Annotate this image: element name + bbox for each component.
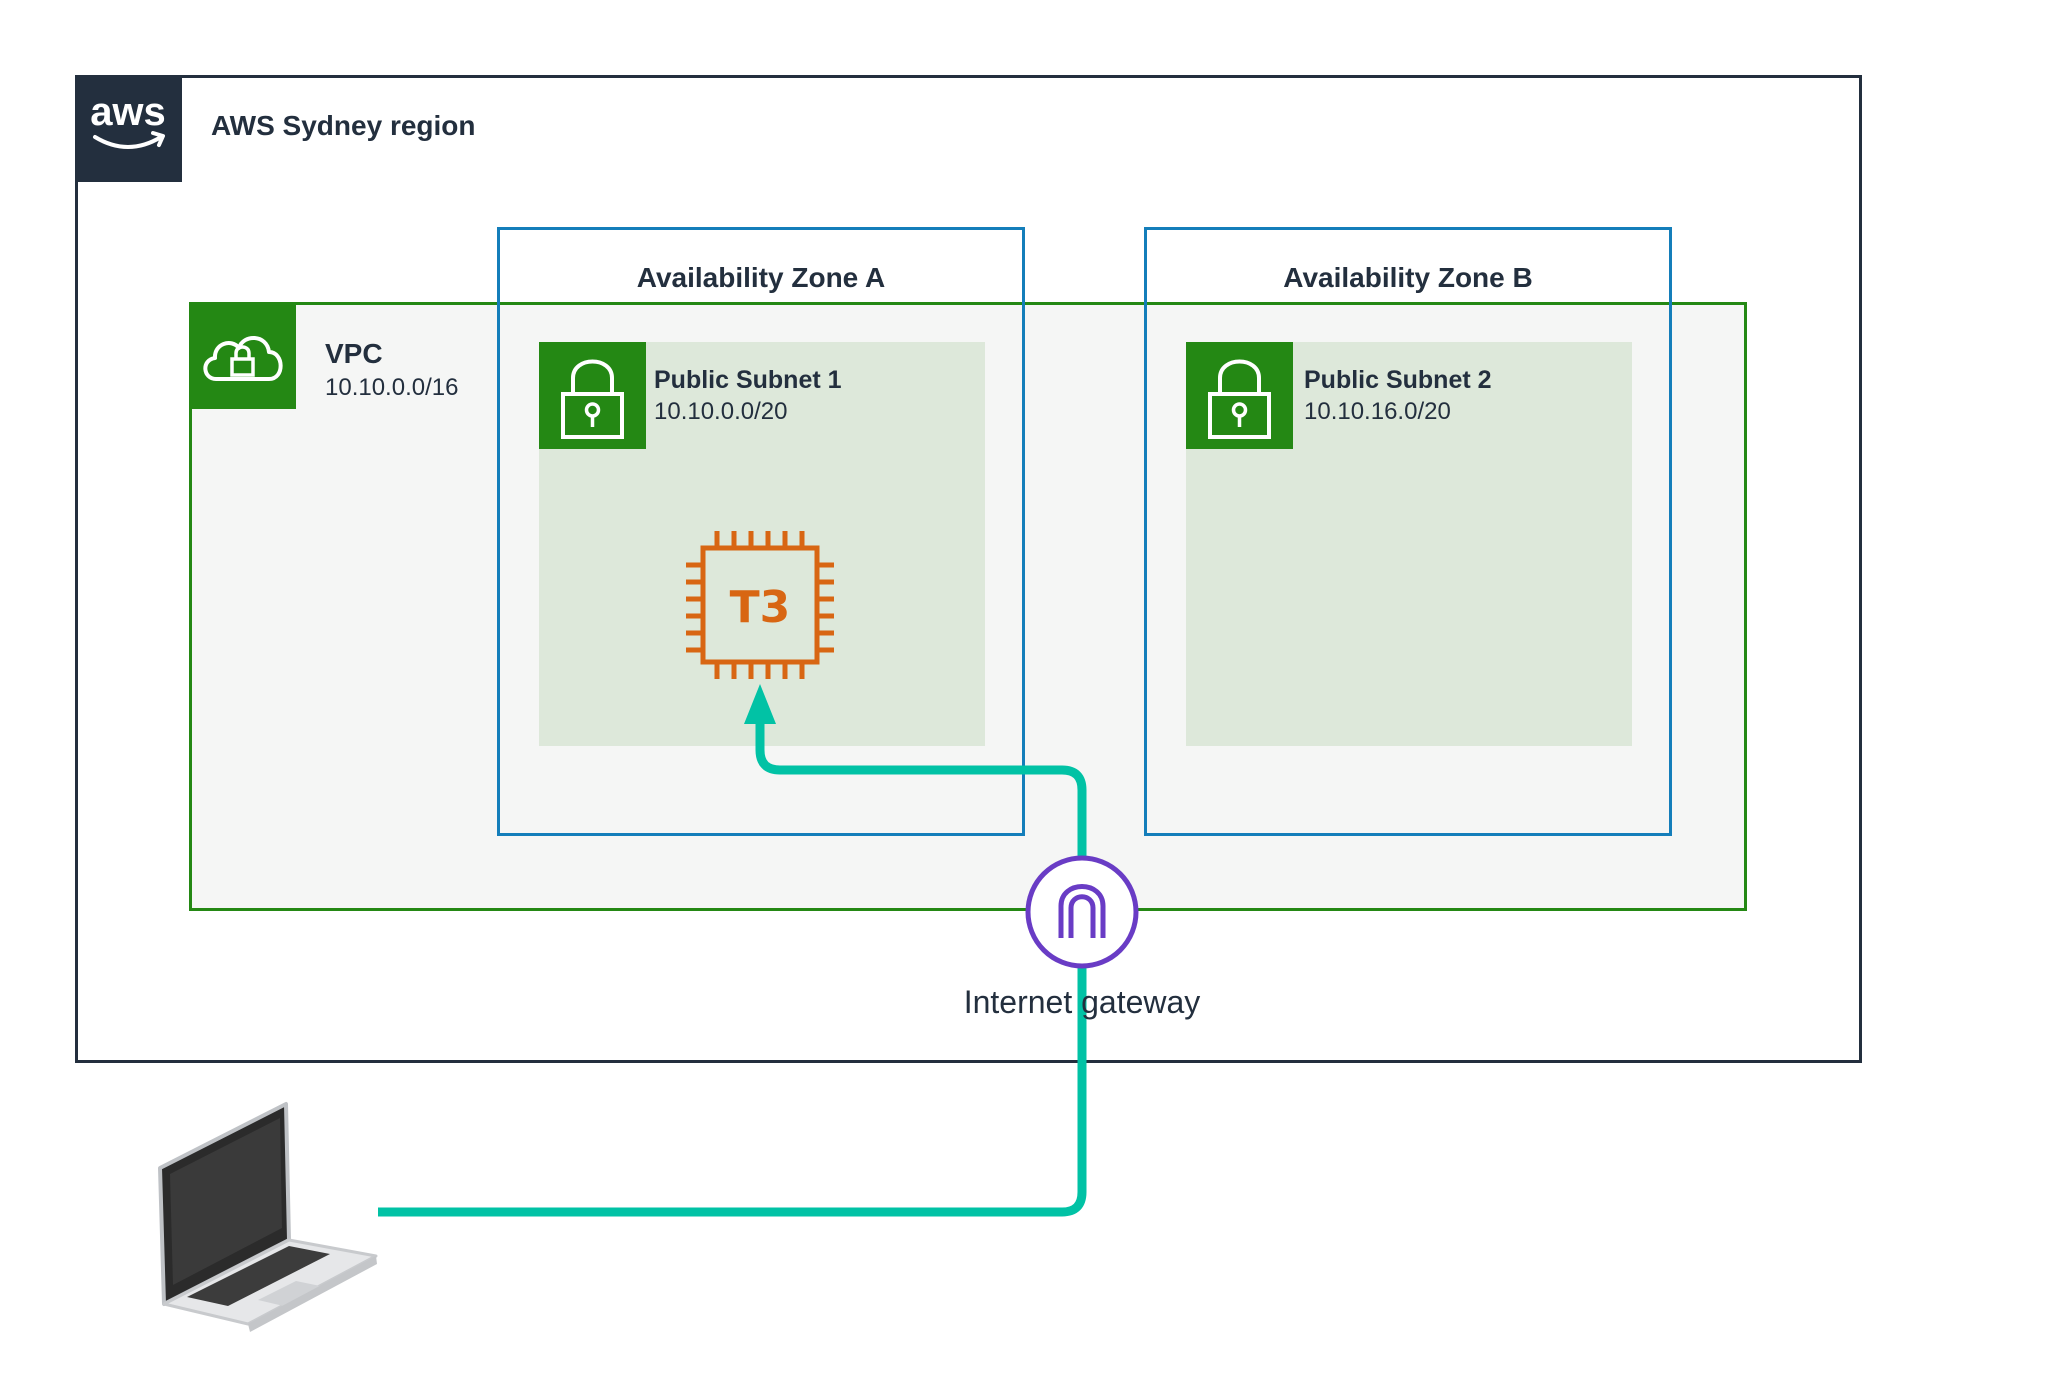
padlock-icon [539,342,646,449]
subnet-name: Public Subnet 2 [1304,366,1492,394]
internet-gateway-icon [1025,855,1139,969]
padlock-icon [1186,342,1293,449]
internet-gateway-label: Internet gateway [963,984,1201,1020]
availability-zone-a [497,227,1025,836]
instance-label: T3 [730,582,791,633]
az-title: Availability Zone B [1283,262,1533,293]
vpc-title: VPC [325,338,383,369]
traffic-flow-line [378,715,1087,1217]
ec2-chip-icon [686,531,834,679]
az-title: Availability Zone A [636,262,886,293]
availability-zone-b [1144,227,1672,836]
cloud-lock-icon [189,302,296,409]
subnet-cidr: 10.10.16.0/20 [1304,398,1451,425]
aws-logo-text: aws [90,90,166,134]
region-title: AWS Sydney region [211,110,476,141]
laptop-icon [158,1102,378,1332]
subnet-name: Public Subnet 1 [654,366,842,394]
arrowhead [744,684,776,724]
vpc-cidr: 10.10.0.0/16 [325,374,459,401]
aws-logo-icon: aws [75,75,182,182]
subnet-cidr: 10.10.0.0/20 [654,398,788,425]
